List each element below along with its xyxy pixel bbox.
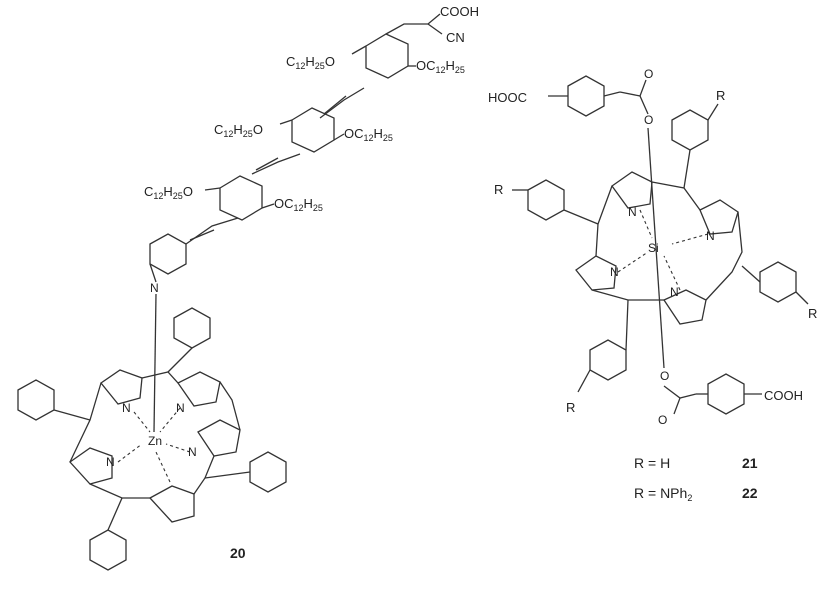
pyrrole-n-label: N <box>610 265 619 279</box>
phenylene-ring-3 <box>365 33 409 79</box>
meso-bridge <box>651 181 701 211</box>
aryl-ring-bottom <box>589 339 627 381</box>
phenylene-ring-2 <box>291 107 335 153</box>
compound-number-22: 22 <box>742 485 758 501</box>
vinylene-linker <box>319 87 365 119</box>
terephthalate-ring-top <box>567 75 605 117</box>
carboxylic-acid-label: COOH <box>440 4 479 19</box>
alkoxy-chain-label: C12H25O <box>144 184 193 201</box>
legend-r-nph2: R = NPh2 <box>634 485 692 503</box>
si-coordination-bonds <box>617 209 709 291</box>
compound-21-22: R R R R O O O HOOC O COOH <box>488 67 817 503</box>
phenyl-ring-bottom <box>89 529 127 571</box>
alkoxy-chain-label: C12H25O <box>214 122 263 139</box>
zinc-atom-label: Zn <box>148 434 162 448</box>
meso-bridge <box>595 185 613 257</box>
legend-r-h: R = H <box>634 455 670 471</box>
pyrrole-n-label: N <box>188 445 197 459</box>
meso-bridge <box>141 371 179 384</box>
vinylene-double-bond <box>189 229 215 241</box>
alkoxy-chain-label: C12H25O <box>286 54 335 71</box>
silicon-atom-label: Si <box>648 241 659 255</box>
vinylene-linker <box>251 153 301 175</box>
meso-bridge <box>591 289 664 301</box>
pyridine-ring <box>149 233 187 275</box>
si-porphyrin-core <box>575 171 743 325</box>
alkoxy-chain-label: OC12H25 <box>274 196 323 213</box>
compound-number-20: 20 <box>230 545 246 561</box>
ester-linkage-top <box>619 91 649 115</box>
pyrrole-n-label: N <box>670 285 679 299</box>
terephthalate-ring-bottom <box>707 373 745 415</box>
pyrrole-ring-bottom <box>663 289 707 325</box>
substituent-r-label: R <box>716 88 725 103</box>
pyrrole-ring-left <box>69 447 113 485</box>
compound-20: Zn N N N N N COOH CN C12H25O OC12H25 <box>17 4 479 571</box>
aryl-ring-left <box>527 179 565 221</box>
vinylene-double-bond <box>255 157 279 171</box>
phenyl-rings <box>17 307 287 571</box>
carbonyl-oxygen-label: O <box>644 67 653 81</box>
carboxylic-acid-label: HOOC <box>488 90 527 105</box>
pyrrole-ring-top <box>611 171 653 209</box>
phenyl-ring-top <box>173 307 211 349</box>
cyano-bond <box>427 23 443 35</box>
aryl-ring-top <box>671 109 709 151</box>
carboxylic-acid-label: COOH <box>764 388 803 403</box>
oxygen-label: O <box>644 113 653 127</box>
meso-bridge <box>705 211 743 301</box>
carbonyl-oxygen-label: O <box>658 413 667 427</box>
pyridine-n-label: N <box>150 281 159 295</box>
pyrrole-n-label: N <box>628 205 637 219</box>
pyrrole-n-label: N <box>122 401 131 415</box>
pyrrole-n-label: N <box>106 455 115 469</box>
substituent-r-label: R <box>566 400 575 415</box>
zn-coordination-bonds <box>117 407 191 483</box>
alkoxy-chain-label: OC12H25 <box>416 58 465 75</box>
pyrrole-n-label: N <box>706 229 715 243</box>
pyrrole-ring-right <box>197 419 241 457</box>
meso-bridge <box>219 381 241 431</box>
axial-o-si-o-bond <box>647 127 665 369</box>
ester-linkage-bottom <box>663 385 697 399</box>
pyrrole-ring-top-right <box>177 371 221 407</box>
pyrrole-ring-bottom <box>148 485 195 523</box>
meso-bridge <box>193 455 215 495</box>
pyrrole-ring-right <box>699 199 739 235</box>
cyano-label: CN <box>446 30 465 45</box>
pyrrole-ring-top-left <box>100 369 143 405</box>
vinylene-double-bond <box>323 95 347 115</box>
phenyl-ring-left <box>17 379 55 421</box>
meso-bridge <box>89 483 150 499</box>
compound-legend: R = H 21 R = NPh2 22 <box>634 455 758 503</box>
pyrrole-n-label: N <box>176 401 185 415</box>
phenyl-ring-right <box>249 451 287 493</box>
substituent-r-label: R <box>494 182 503 197</box>
phenylene-ring-1 <box>219 175 263 221</box>
cyanoacrylic-linker <box>385 13 441 35</box>
compound-number-21: 21 <box>742 455 758 471</box>
aryl-ring-right <box>759 261 797 303</box>
substituent-r-label: R <box>808 306 817 321</box>
alkoxy-chain-label: OC12H25 <box>344 126 393 143</box>
axial-pyridine-bond <box>153 293 157 433</box>
oxygen-label: O <box>660 369 669 383</box>
pyrrole-ring-left <box>575 255 617 291</box>
